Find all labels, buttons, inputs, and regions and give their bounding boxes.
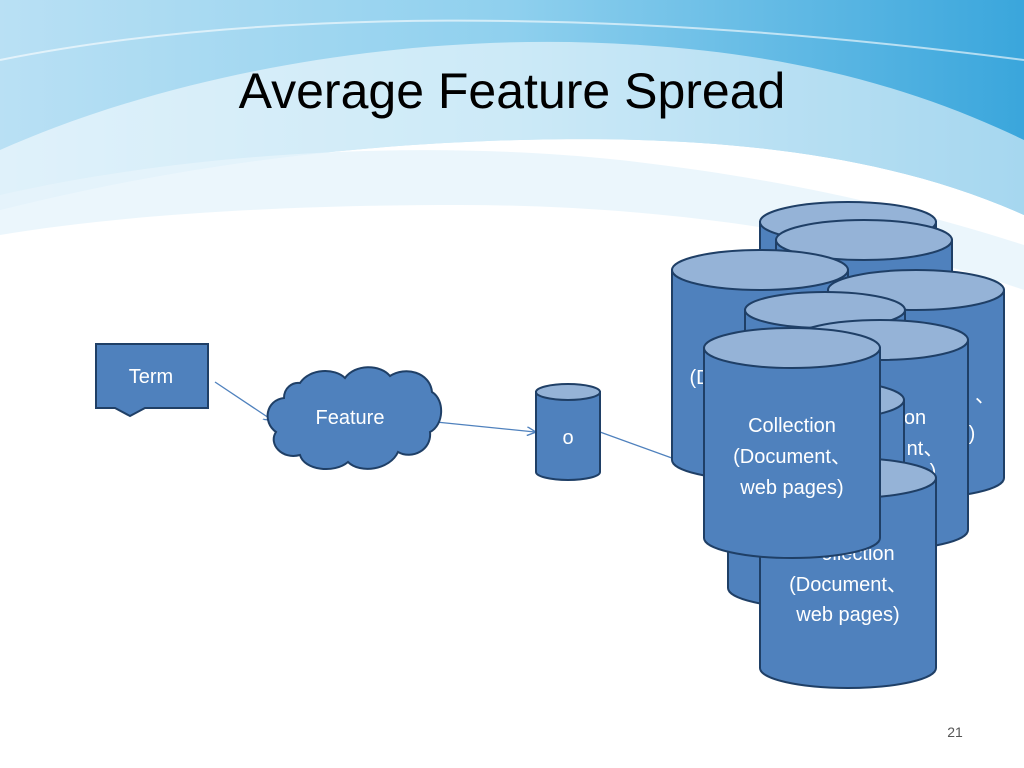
background-lower-wave bbox=[0, 150, 1024, 290]
collection-cylinder-front: Collection (Document、 web pages) bbox=[703, 327, 881, 559]
term-callout: Term bbox=[95, 343, 209, 418]
back-right-partial-mid: ) bbox=[969, 423, 976, 445]
slide-title: Average Feature Spread bbox=[238, 63, 786, 119]
front-collection-line3: web pages) bbox=[739, 477, 843, 499]
mid-right-partial-mid: nt、 bbox=[907, 438, 944, 460]
background-light-band bbox=[0, 41, 1024, 216]
connector-feature-cylinder bbox=[435, 421, 535, 432]
front-collection-line2: (Document、 bbox=[733, 446, 851, 468]
feature-label: Feature bbox=[316, 407, 385, 429]
feature-cloud: Feature bbox=[266, 366, 443, 470]
front-bottom-line3: web pages) bbox=[795, 604, 899, 626]
mid-right-partial-top: on bbox=[904, 407, 926, 429]
small-cylinder: o bbox=[535, 383, 601, 481]
page-number: 21 bbox=[947, 724, 963, 740]
back-right-partial-top: 、 bbox=[975, 385, 995, 407]
front-bottom-line2: (Document、 bbox=[789, 574, 907, 596]
small-cylinder-label: o bbox=[562, 427, 573, 449]
term-label: Term bbox=[129, 366, 173, 388]
background-highlight-line bbox=[0, 19, 1024, 61]
connector-term-feature bbox=[214, 381, 272, 420]
front-collection-line1: Collection bbox=[748, 415, 836, 437]
